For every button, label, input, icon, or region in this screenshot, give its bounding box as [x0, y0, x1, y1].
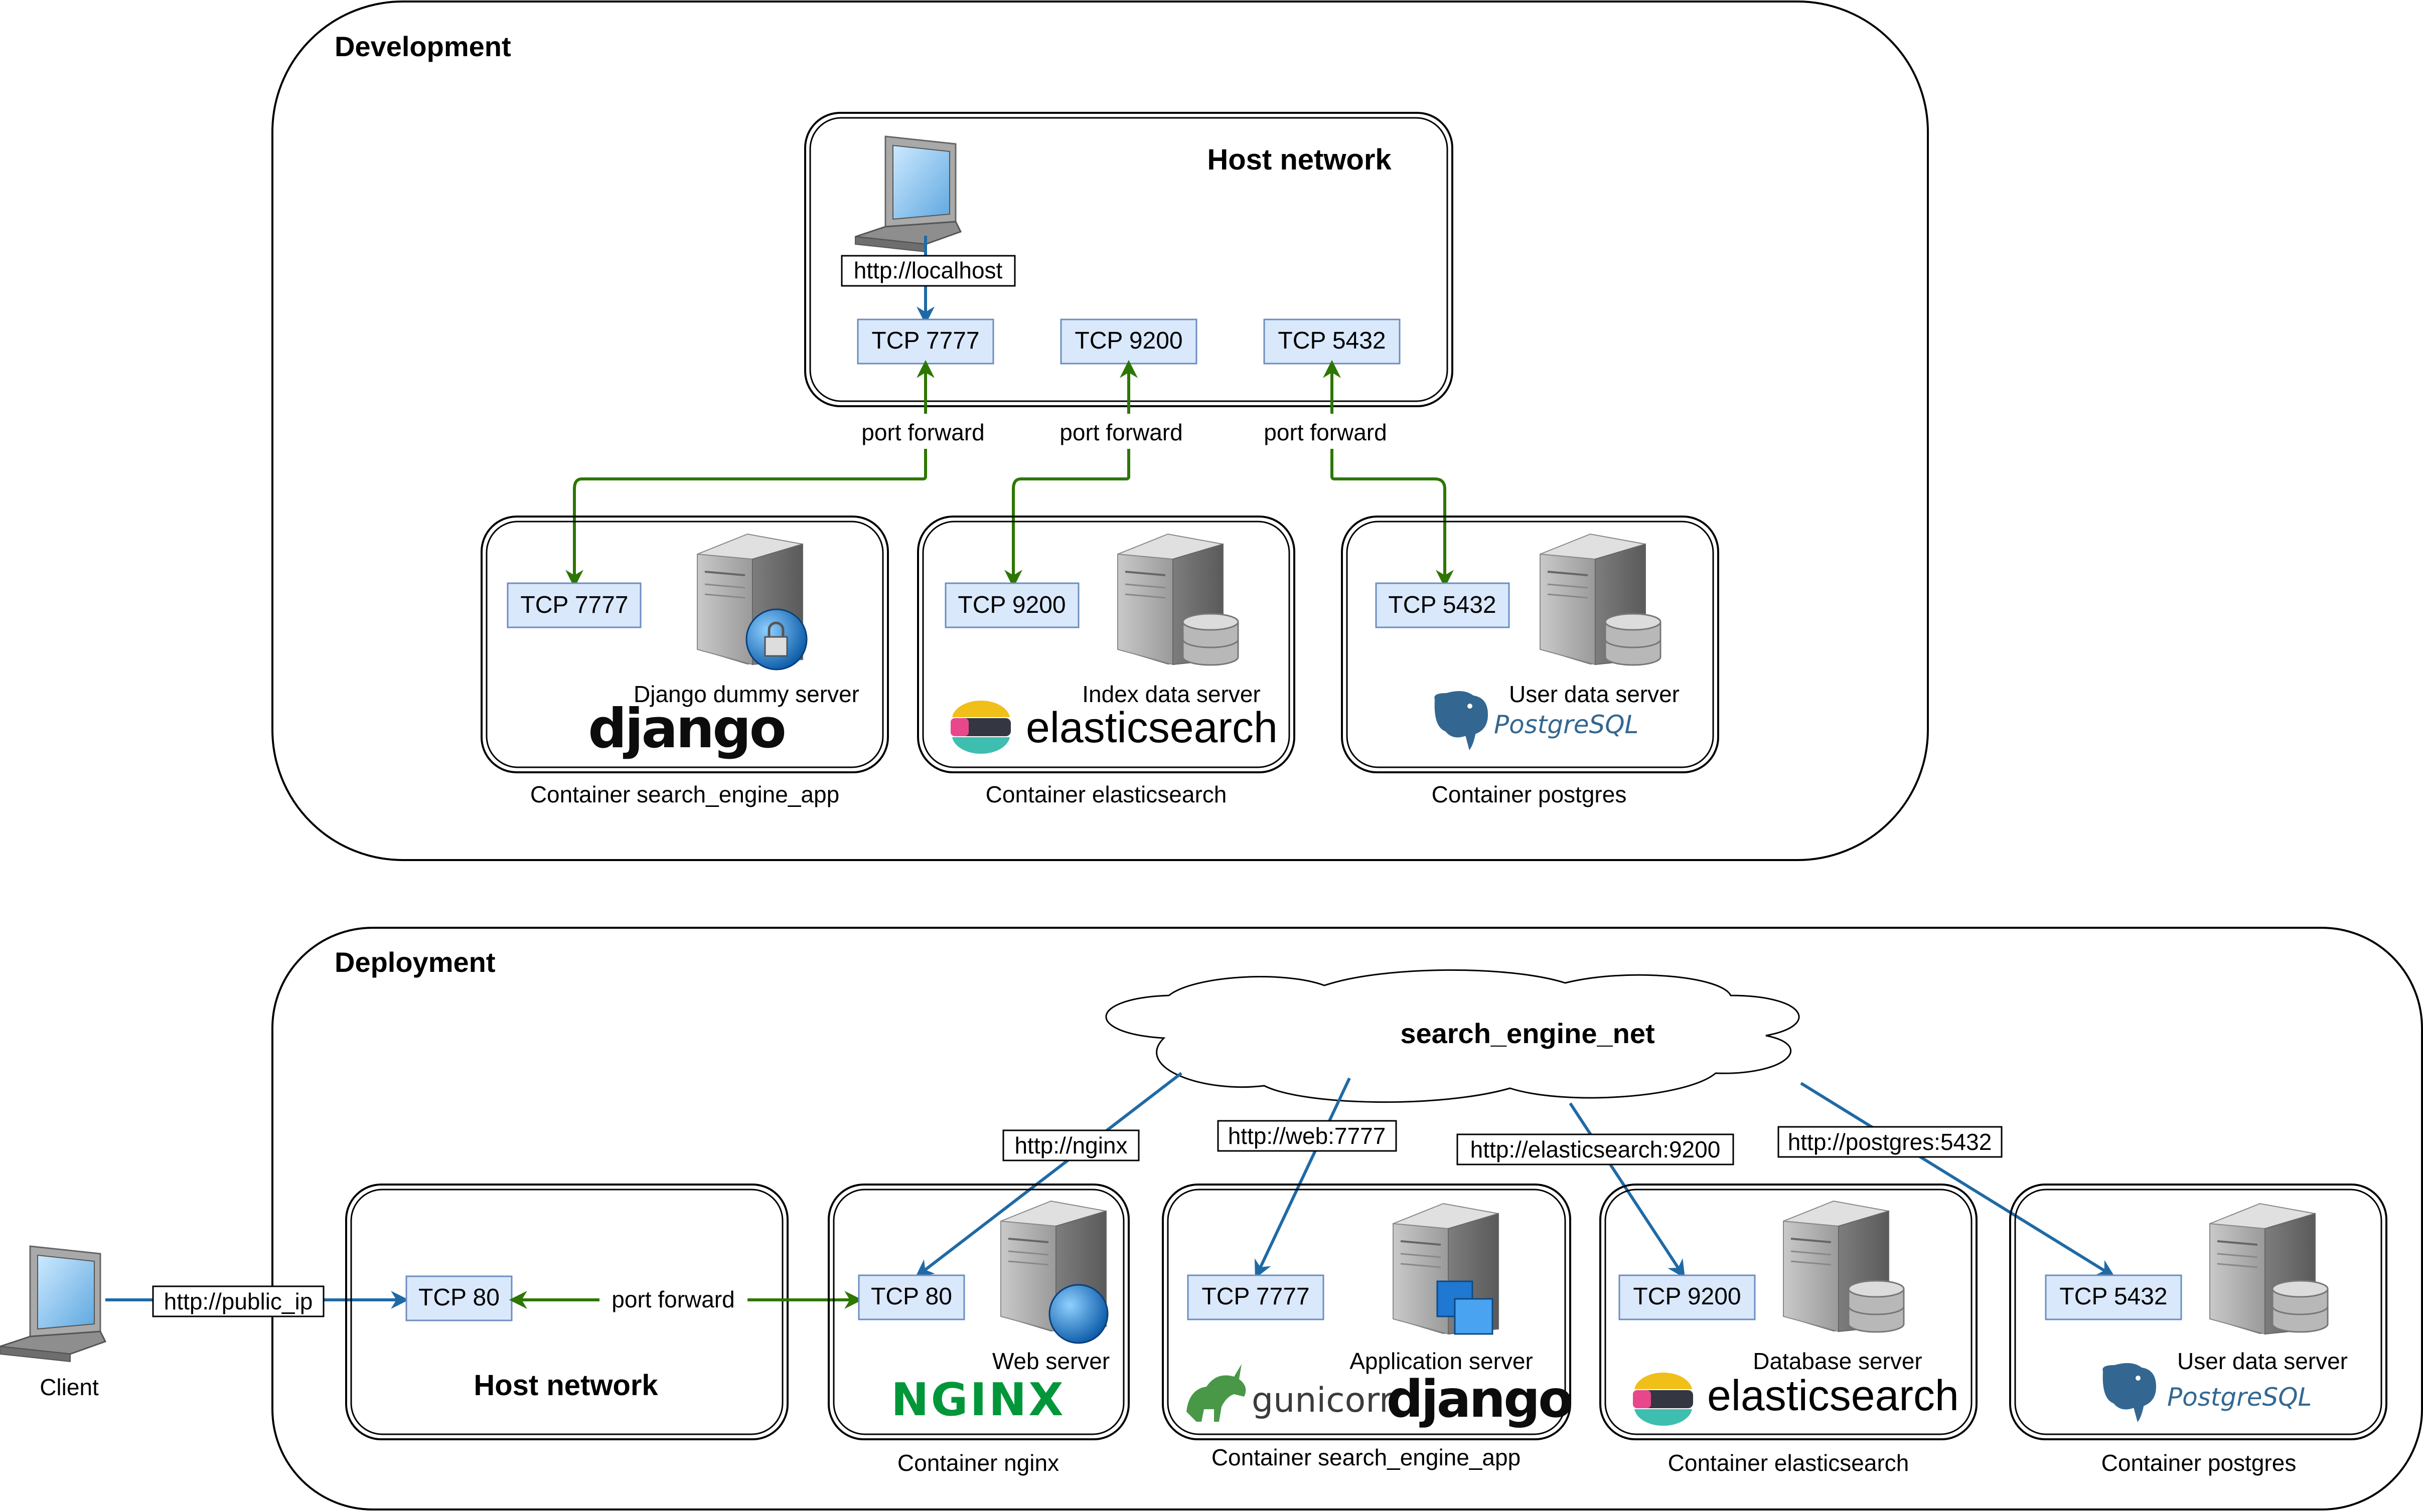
localhost-label: http://localhost [854, 257, 1003, 283]
deploy-pg-caption: Container postgres [2101, 1450, 2297, 1476]
gunicorn-logo-text: gunicorn [1252, 1381, 1401, 1420]
deploy-nginx-caption: Container nginx [897, 1450, 1059, 1476]
elasticsearch-logo-text: elasticsearch [1707, 1372, 1959, 1420]
dev-es-port: TCP 9200 [958, 592, 1066, 618]
link-web: http://web:7777 [1228, 1123, 1386, 1149]
deploy-app-port: TCP 7777 [1201, 1283, 1309, 1310]
dev-container-postgres: TCP 5432 User data server PostgreSQL Con… [1341, 516, 1719, 807]
deploy-app-server-label: Application server [1349, 1348, 1533, 1374]
dev-port-forward-label-1: port forward [861, 419, 984, 445]
development-panel: Development Host network http://localhos… [271, 1, 1929, 861]
cloud-shape: search_engine_net [1105, 969, 1800, 1103]
dev-host-network: Host network http://localhost TCP 7777 T… [804, 112, 1453, 407]
link-postgres: http://postgres:5432 [1788, 1129, 1992, 1155]
dev-django-port: TCP 7777 [520, 592, 628, 618]
deploy-pg-server-label: User data server [2177, 1348, 2348, 1374]
dev-container-elasticsearch: TCP 9200 Index data server elasticsearch… [917, 516, 1295, 807]
database-icon [1182, 613, 1239, 666]
gunicorn-unicorn-icon [1186, 1364, 1246, 1422]
dev-django-server-label: Django dummy server [634, 681, 859, 707]
deployment-title: Deployment [335, 946, 496, 978]
deploy-container-search-engine-app: TCP 7777 Application server gunicorn dja… [1162, 1184, 1573, 1470]
deploy-host-network-title: Host network [474, 1369, 658, 1402]
deploy-es-server-label: Database server [1753, 1348, 1922, 1374]
postgresql-elephant-icon [2100, 1361, 2159, 1426]
postgresql-logo-text: PostgreSQL [1494, 710, 1638, 739]
dev-es-caption: Container elasticsearch [986, 781, 1227, 807]
dev-django-caption: Container search_engine_app [530, 781, 839, 807]
deploy-es-caption: Container elasticsearch [1668, 1450, 1909, 1476]
deploy-host-port: TCP 80 [418, 1284, 500, 1311]
dev-host-port-7777: TCP 7777 [871, 327, 979, 354]
elasticsearch-logo-text: elasticsearch [1026, 704, 1278, 752]
deploy-container-postgres: TCP 5432 User data server PostgreSQL Con… [2009, 1184, 2387, 1476]
dev-port-forward-label-3: port forward [1264, 419, 1387, 445]
dev-es-server-label: Index data server [1082, 681, 1260, 707]
postgresql-elephant-icon [1432, 689, 1490, 754]
network-links [915, 1072, 2115, 1279]
database-icon [2271, 1280, 2329, 1333]
dev-port-forward-label-2: port forward [1059, 419, 1182, 445]
dev-pg-port: TCP 5432 [1388, 592, 1496, 618]
development-title: Development [335, 31, 511, 62]
deploy-container-elasticsearch: TCP 9200 Database server elasticsearch C… [1599, 1184, 1978, 1476]
deploy-app-caption: Container search_engine_app [1212, 1444, 1521, 1470]
client-label: Client [40, 1374, 99, 1400]
dev-host-network-title: Host network [1207, 143, 1392, 176]
dev-host-port-5432: TCP 5432 [1278, 327, 1386, 354]
dev-container-search-engine-app: TCP 7777 Django dummy server django Cont… [481, 516, 889, 807]
dev-pg-server-label: User data server [1509, 681, 1680, 707]
postgresql-logo-text: PostgreSQL [2167, 1383, 2312, 1412]
deploy-host-network: TCP 80 Host network [345, 1184, 789, 1440]
deploy-pg-port: TCP 5432 [2059, 1283, 2167, 1310]
link-nginx: http://nginx [1014, 1132, 1127, 1158]
django-logo: django [1387, 1370, 1572, 1429]
dev-host-port-9200: TCP 9200 [1075, 327, 1182, 354]
deploy-nginx-server-label: Web server [992, 1348, 1110, 1374]
deploy-nginx-port: TCP 80 [871, 1283, 952, 1310]
deploy-es-port: TCP 9200 [1633, 1283, 1741, 1310]
client-laptop-icon [0, 1245, 106, 1363]
django-logo: django [588, 698, 785, 760]
elasticsearch-logo-icon [951, 700, 1011, 754]
globe-icon [1048, 1284, 1109, 1344]
application-window-icon [1436, 1280, 1493, 1335]
deployment-panel: Deployment search_engine_net http://ngin… [0, 927, 2423, 1510]
link-elasticsearch: http://elasticsearch:9200 [1470, 1136, 1721, 1162]
dev-pg-caption: Container postgres [1432, 781, 1627, 807]
elasticsearch-logo-icon [1633, 1372, 1693, 1426]
deploy-container-nginx: TCP 80 Web server NGINX Container nginx [828, 1184, 1130, 1476]
public-ip-label: http://public_ip [164, 1288, 313, 1314]
nginx-logo: NGINX [891, 1374, 1065, 1426]
database-icon [1848, 1280, 1905, 1333]
deploy-port-forward-label: port forward [612, 1286, 734, 1312]
cloud-label: search_engine_net [1400, 1018, 1654, 1049]
lock-globe-icon [745, 608, 808, 670]
database-icon [1604, 613, 1661, 666]
